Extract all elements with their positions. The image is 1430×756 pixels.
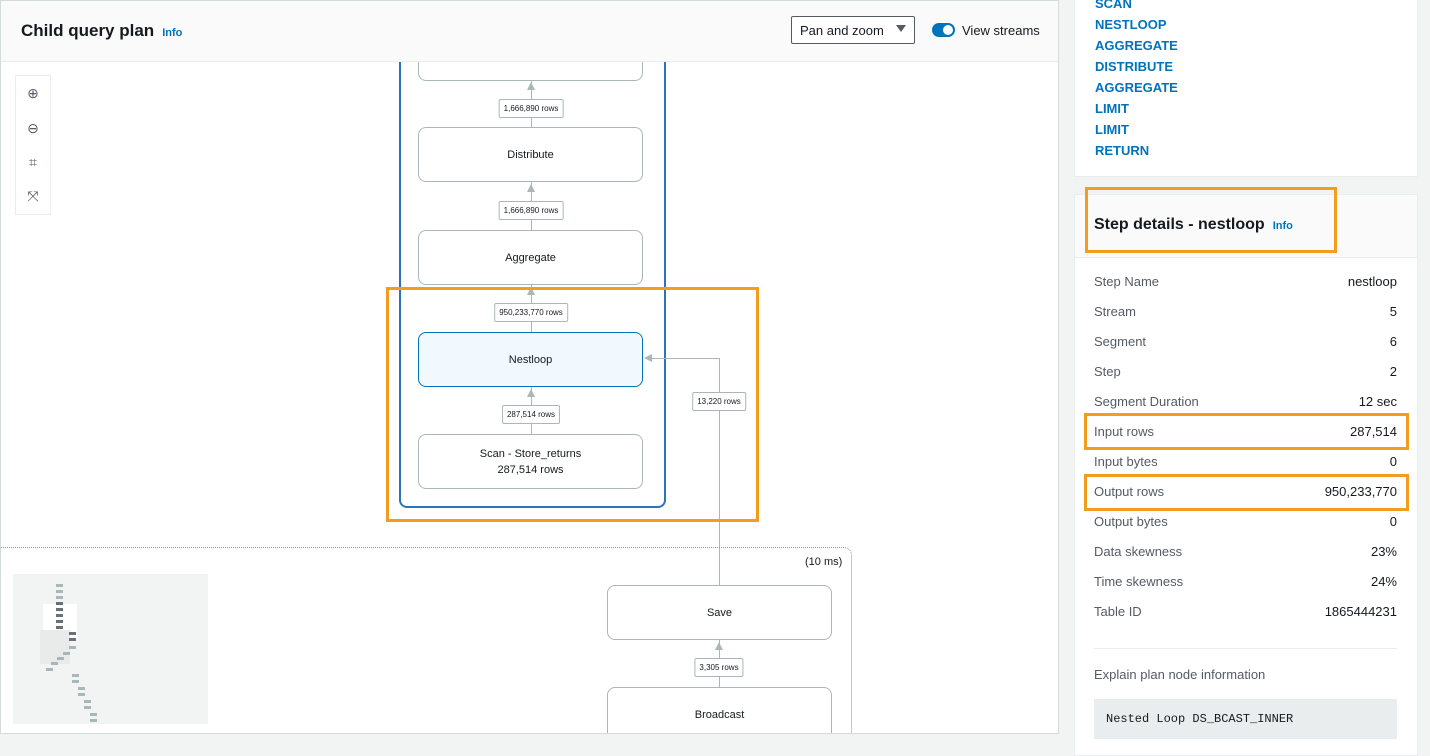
detail-key: Stream (1094, 304, 1136, 319)
step-link[interactable]: SCAN (1095, 0, 1132, 11)
zoom-out-icon[interactable]: ⊖ (27, 120, 39, 136)
step-details-header: Step details - nestloop Info (1075, 195, 1417, 258)
detail-row: Data skewness 23% (1094, 544, 1397, 559)
view-streams-label: View streams (962, 23, 1040, 38)
info-link[interactable]: Info (1272, 220, 1293, 232)
edge-label: 13,220 rows (692, 392, 746, 411)
detail-value: nestloop (1347, 274, 1397, 289)
info-link[interactable]: Info (162, 27, 183, 39)
explain-label: Explain plan node information (1094, 667, 1266, 682)
stream-box (1, 547, 852, 733)
detail-value: 0 (1389, 514, 1397, 529)
detail-value: 12 sec (1358, 394, 1397, 409)
detail-key: Input rows (1094, 424, 1154, 439)
step-link[interactable]: AGGREGATE (1095, 38, 1178, 53)
detail-key: Step (1094, 364, 1121, 379)
node-label: Scan - Store_returns (479, 447, 582, 460)
page-title: Child query plan Info (21, 21, 182, 41)
step-link[interactable]: LIMIT (1095, 122, 1129, 137)
detail-row: Output bytes 0 (1094, 514, 1397, 529)
edge-label: 950,233,770 rows (494, 303, 568, 322)
caret-down-icon (896, 25, 906, 32)
view-mode-select[interactable]: Pan and zoom (791, 16, 915, 44)
title-text: Step details - nestloop (1094, 216, 1265, 233)
detail-row: Stream 5 (1094, 304, 1397, 319)
highlight-box (1084, 413, 1409, 450)
plan-node-aggregate[interactable]: Aggregate (418, 230, 643, 285)
detail-key: Segment Duration (1094, 394, 1199, 409)
detail-row: Segment Duration 12 sec (1094, 394, 1397, 409)
step-link[interactable]: DISTRIBUTE (1095, 59, 1173, 74)
detail-row: Time skewness 24% (1094, 574, 1397, 589)
detail-key: Table ID (1094, 604, 1142, 619)
highlight-box (1085, 187, 1337, 253)
edge-label: 1,666,890 rows (498, 201, 564, 220)
detail-key: Output bytes (1094, 514, 1168, 529)
plan-node-nestloop[interactable]: Nestloop (418, 332, 643, 387)
detail-row: Table ID 1865444231 (1094, 604, 1397, 619)
detail-key: Segment (1094, 334, 1147, 349)
highlight-box (1084, 474, 1409, 511)
detail-value: 23% (1370, 544, 1397, 559)
detail-value: 24% (1370, 574, 1397, 589)
detail-key: Data skewness (1094, 544, 1183, 559)
node-label: Nestloop (508, 353, 553, 366)
detail-value: 287,514 (1350, 424, 1397, 439)
plan-node-broadcast[interactable]: Broadcast (607, 687, 832, 733)
node-label: Broadcast (694, 708, 745, 721)
plan-node-save[interactable]: Save (607, 585, 832, 640)
query-plan-panel: 1,666,890 rows Distribute 1,666,890 rows… (0, 0, 1059, 734)
fullscreen-icon[interactable]: ⤧ (27, 188, 39, 204)
step-details-card: Step details - nestloop Info Step Name nes… (1074, 187, 1418, 756)
step-link[interactable]: RETURN (1095, 143, 1150, 158)
plan-node-distribute[interactable]: Distribute (418, 127, 643, 182)
minimap[interactable] (13, 574, 208, 724)
edge-label: 287,514 rows (501, 405, 561, 424)
detail-row: Input bytes 0 (1094, 454, 1397, 469)
node-label: Aggregate (505, 251, 556, 264)
detail-key: Input bytes (1094, 454, 1158, 469)
stream-time: (10 ms) (805, 556, 843, 568)
highlight-box (386, 287, 759, 522)
detail-row: Step Name nestloop (1094, 274, 1397, 289)
detail-value: 2 (1389, 364, 1397, 379)
detail-value: 950,233,770 (1324, 484, 1397, 499)
detail-key: Step Name (1094, 274, 1160, 289)
detail-row: Segment 6 (1094, 334, 1397, 349)
stream-box (399, 41, 666, 508)
step-link[interactable]: NESTLOOP (1095, 17, 1167, 32)
step-details-title: Step details - nestloop Info (1094, 216, 1293, 234)
detail-row: Input rows 287,514 (1094, 424, 1397, 439)
fit-icon[interactable]: ⌗ (29, 154, 37, 170)
step-link[interactable]: AGGREGATE (1095, 80, 1178, 95)
step-link[interactable]: LIMIT (1095, 101, 1129, 116)
panel-header: Child query plan Info Pan and zoom View s… (1, 1, 1058, 62)
detail-value: 6 (1389, 334, 1397, 349)
edge-label: 1,666,890 rows (498, 99, 564, 118)
view-mode-value: Pan and zoom (800, 23, 884, 38)
title-text: Child query plan (21, 21, 155, 40)
zoom-in-icon[interactable]: ⊕ (27, 85, 39, 101)
node-label: Distribute (507, 148, 554, 161)
edge-label: 3,305 rows (694, 658, 744, 677)
plan-node-scan[interactable]: Scan - Store_returns 287,514 rows (418, 434, 643, 489)
explain-code: Nested Loop DS_BCAST_INNER (1094, 699, 1397, 739)
steps-list-card: SCAN NESTLOOP AGGREGATE DISTRIBUTE AGGRE… (1074, 0, 1418, 177)
node-label: Save (706, 606, 733, 619)
detail-value: 0 (1389, 454, 1397, 469)
detail-key: Time skewness (1094, 574, 1184, 589)
view-streams-toggle[interactable] (932, 23, 955, 37)
detail-key: Output rows (1094, 484, 1165, 499)
detail-value: 1865444231 (1324, 604, 1397, 619)
node-rows: 287,514 rows (497, 463, 564, 476)
zoom-toolbar: ⊕ ⊖ ⌗ ⤧ (15, 75, 51, 215)
detail-row: Step 2 (1094, 364, 1397, 379)
detail-value: 5 (1389, 304, 1397, 319)
detail-row: Output rows 950,233,770 (1094, 484, 1397, 499)
